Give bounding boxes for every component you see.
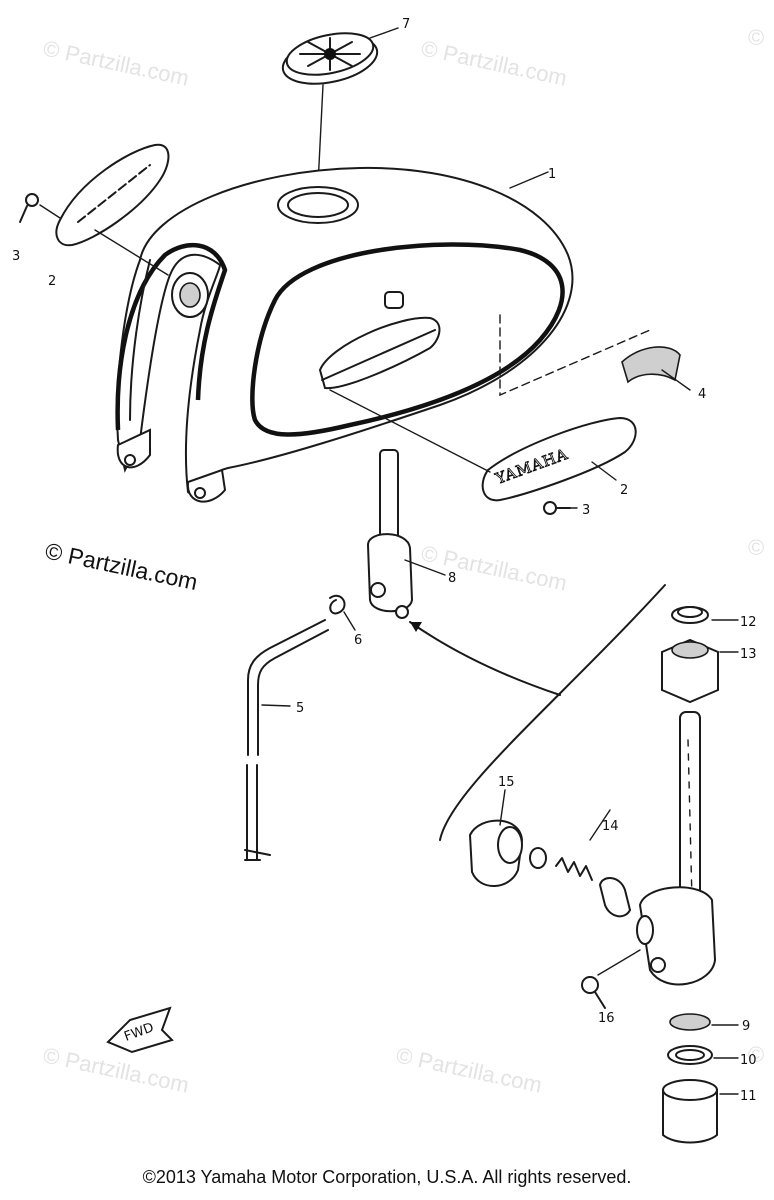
callout-11: 11 (740, 1089, 757, 1104)
forward-arrow: FWD (106, 1006, 174, 1054)
callout-13: 13 (740, 647, 757, 662)
watermark: © Partzilla.com (41, 35, 191, 90)
watermark: © Partzilla.com (41, 1042, 191, 1097)
fuel-cock-small (366, 449, 414, 619)
fuel-tank (115, 166, 574, 503)
watermark: © Partzilla.com (419, 540, 569, 595)
screw-cock (581, 976, 606, 1009)
callout-6: 6 (354, 633, 362, 648)
fuel-cock-large (636, 711, 717, 986)
callout-2-left: 2 (48, 274, 56, 289)
callout-1: 1 (548, 167, 556, 182)
fuel-cock-lever (468, 819, 524, 887)
watermark-symbol: © (748, 25, 764, 50)
emblem-left (55, 143, 170, 247)
watermark-main: © Partzilla.com (43, 537, 200, 595)
callout-8: 8 (448, 571, 456, 586)
callout-2-right: 2 (620, 483, 628, 498)
emblem-right: YAMAHA (481, 416, 637, 502)
callout-12: 12 (740, 615, 757, 630)
hose-clip (329, 594, 346, 615)
callouts: 7 1 3 2 4 2 3 8 6 5 12 13 15 14 16 9 10 … (12, 17, 757, 1104)
callout-15: 15 (498, 775, 515, 790)
filter-cup (662, 1013, 718, 1144)
callout-4: 4 (698, 387, 706, 402)
callout-5: 5 (296, 701, 304, 716)
watermark-symbol: © (748, 1042, 764, 1067)
watermark: © Partzilla.com (394, 1042, 544, 1097)
callout-14: 14 (602, 819, 619, 834)
callout-7: 7 (402, 17, 410, 32)
callout-10: 10 (740, 1053, 757, 1068)
spring-seal (529, 847, 632, 918)
callout-3-left: 3 (12, 249, 20, 264)
screw-left (19, 193, 39, 223)
filler-cap (281, 32, 379, 85)
callout-16: 16 (598, 1011, 615, 1026)
callout-3-right: 3 (582, 503, 590, 518)
nut-washer (661, 606, 719, 704)
fuel-pipe (244, 619, 329, 861)
watermark: © Partzilla.com (419, 35, 569, 90)
copyright-notice: ©2013 Yamaha Motor Corporation, U.S.A. A… (142, 1167, 632, 1187)
watermark-symbol: © (748, 535, 764, 560)
callout-9: 9 (742, 1019, 750, 1034)
